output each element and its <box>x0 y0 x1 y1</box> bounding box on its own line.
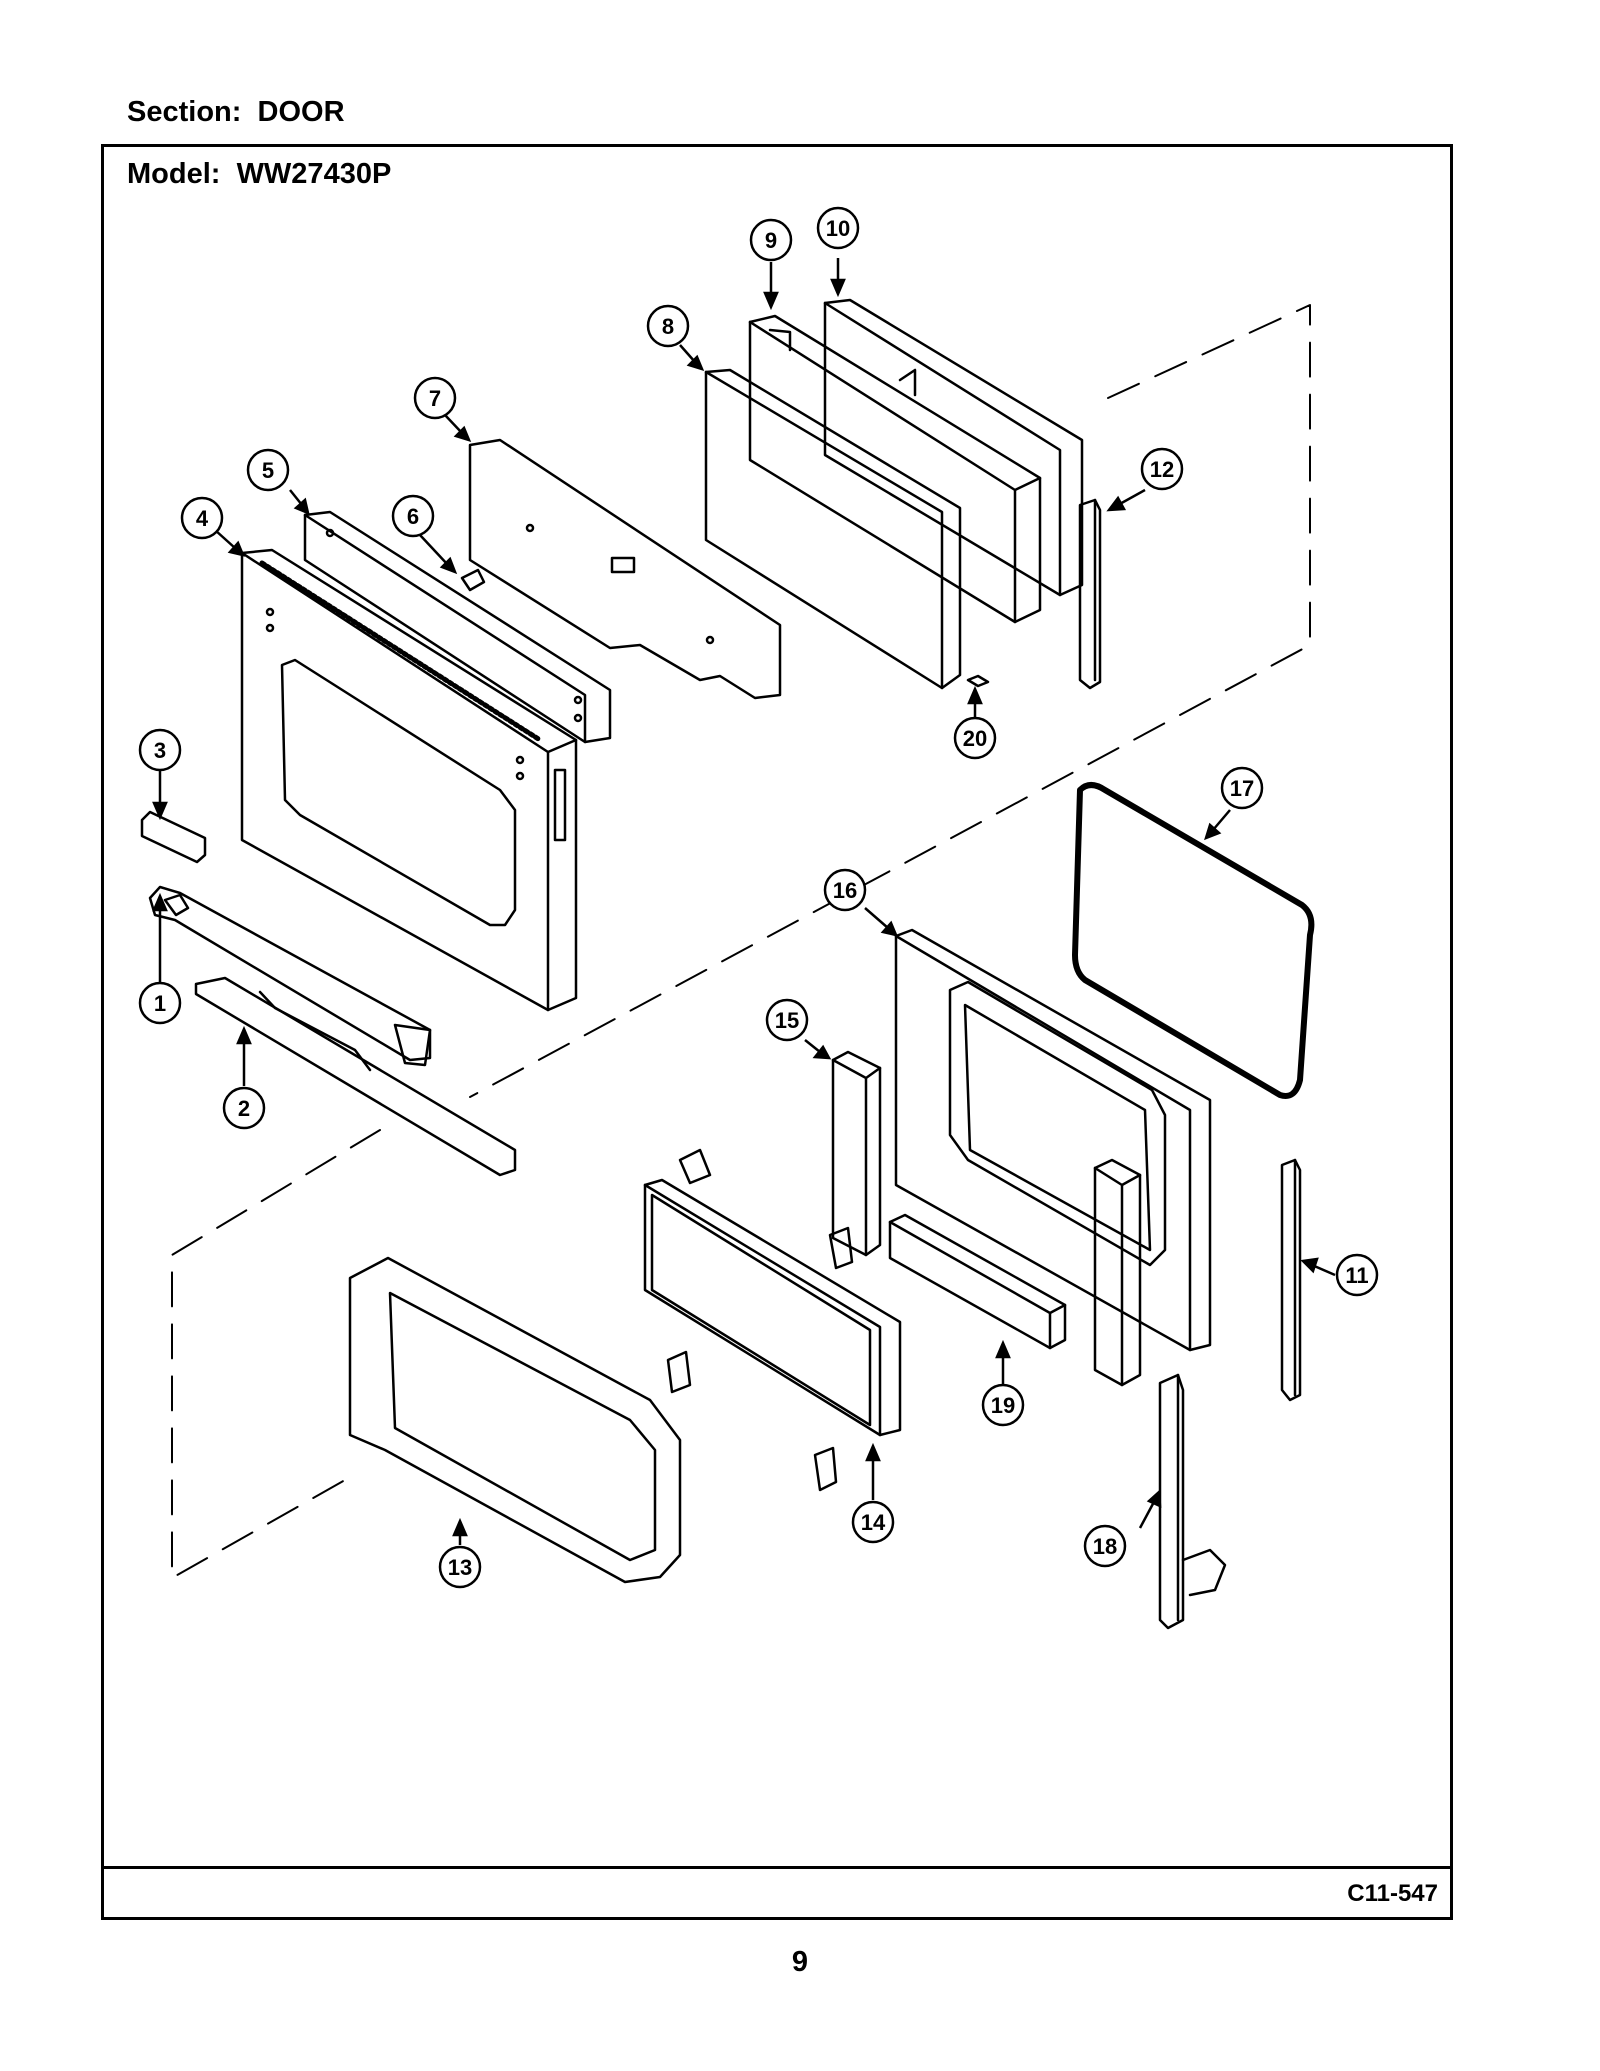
callout-number: 9 <box>765 228 777 253</box>
callout-circle <box>851 1500 895 1544</box>
callout-circle <box>749 218 793 262</box>
callout-3: 3 <box>138 728 182 772</box>
callout-circle <box>1335 1253 1379 1297</box>
part-9-glass-frame <box>748 314 1042 624</box>
callout-number: 16 <box>833 878 857 903</box>
callout-11: 11 <box>1335 1253 1379 1297</box>
part-14-inner-glass-pack <box>643 1148 902 1492</box>
callout-number: 10 <box>826 216 850 241</box>
callout-14: 14 <box>851 1500 895 1544</box>
callout-number: 6 <box>407 504 419 529</box>
part-18-hinge <box>1158 1373 1227 1630</box>
diagram-frame <box>101 144 1453 1920</box>
callout-17: 17 <box>1220 766 1264 810</box>
callout-9: 9 <box>749 218 793 262</box>
drawing-code: C11-547 <box>1347 1880 1438 1907</box>
callout-number: 8 <box>662 314 674 339</box>
callout-circle <box>180 496 224 540</box>
part-2-bottom-trim <box>194 976 517 1177</box>
callout-15: 15 <box>765 998 809 1042</box>
callout-circle <box>222 1086 266 1130</box>
assembly-guide-lines <box>171 304 1311 1579</box>
part-13-door-frame <box>348 1256 682 1584</box>
callout-number: 4 <box>196 506 209 531</box>
callout-circle <box>391 494 435 538</box>
callout-number: 2 <box>238 1096 250 1121</box>
callout-number: 15 <box>775 1008 799 1033</box>
part-20-spacer <box>966 674 990 688</box>
section-title: Section: DOOR <box>127 96 345 129</box>
callout-circle <box>1083 1524 1127 1568</box>
callout-10: 10 <box>816 206 860 250</box>
callout-number: 14 <box>861 1510 886 1535</box>
part-15-insulation-block-2 <box>1093 1158 1142 1387</box>
part-16-inner-door-liner <box>894 928 1212 1352</box>
callout-number: 19 <box>991 1393 1015 1418</box>
callout-circle <box>816 206 860 250</box>
callout-circle <box>438 1545 482 1589</box>
callout-number: 3 <box>154 738 166 763</box>
callout-number: 17 <box>1230 776 1254 801</box>
callout-20: 20 <box>953 716 997 760</box>
model-label: Model: <box>127 158 221 190</box>
callout-number: 7 <box>429 386 441 411</box>
part-3-badge <box>140 810 207 864</box>
part-4-outer-door-panel <box>240 548 578 1012</box>
callout-circle <box>1140 447 1184 491</box>
section-value: DOOR <box>257 96 345 128</box>
callout-circle <box>646 304 690 348</box>
callout-7: 7 <box>413 376 457 420</box>
callout-number: 20 <box>963 726 987 751</box>
callout-circle <box>246 448 290 492</box>
callout-circle <box>765 998 809 1042</box>
callout-circle <box>138 728 182 772</box>
callout-circle <box>1220 766 1264 810</box>
part-12-hinge-bracket <box>1078 498 1102 690</box>
footer-divider <box>101 1866 1453 1869</box>
part-6-clip <box>460 568 486 592</box>
callout-18: 18 <box>1083 1524 1127 1568</box>
callout-number: 18 <box>1093 1534 1117 1559</box>
part-1-door-handle <box>148 885 432 1067</box>
callout-circle <box>953 716 997 760</box>
part-10-outer-glass <box>823 298 1084 597</box>
part-8-inner-glass <box>704 368 962 690</box>
callout-circle <box>138 981 182 1025</box>
callout-number: 1 <box>154 991 166 1016</box>
model-title: Model: WW27430P <box>127 158 391 191</box>
callout-circle <box>413 376 457 420</box>
callout-4: 4 <box>180 496 224 540</box>
callout-8: 8 <box>646 304 690 348</box>
part-11-side-trim <box>1280 1158 1302 1402</box>
section-label: Section: <box>127 96 242 128</box>
callout-number: 12 <box>1150 457 1174 482</box>
callout-circle <box>981 1383 1025 1427</box>
part-19-insulation-block <box>888 1213 1067 1350</box>
callout-19: 19 <box>981 1383 1025 1427</box>
page-number: 9 <box>791 1946 809 1978</box>
callout-circle <box>823 868 867 912</box>
callout-number: 5 <box>262 458 274 483</box>
model-value: WW27430P <box>236 158 392 190</box>
part-5-trim-strip <box>303 510 612 744</box>
callout-number: 11 <box>1345 1263 1368 1288</box>
callout-5: 5 <box>246 448 290 492</box>
callout-number: 13 <box>448 1555 472 1580</box>
leader-arrows <box>152 258 1336 1545</box>
callout-13: 13 <box>438 1545 482 1589</box>
callout-16: 16 <box>823 868 867 912</box>
callout-2: 2 <box>222 1086 266 1130</box>
callout-12: 12 <box>1140 447 1184 491</box>
part-15-insulation-block <box>831 1050 882 1257</box>
callout-1: 1 <box>138 981 182 1025</box>
part-17-door-gasket <box>1072 782 1315 1099</box>
callout-6: 6 <box>391 494 435 538</box>
part-7-insulation-shield <box>468 438 782 700</box>
